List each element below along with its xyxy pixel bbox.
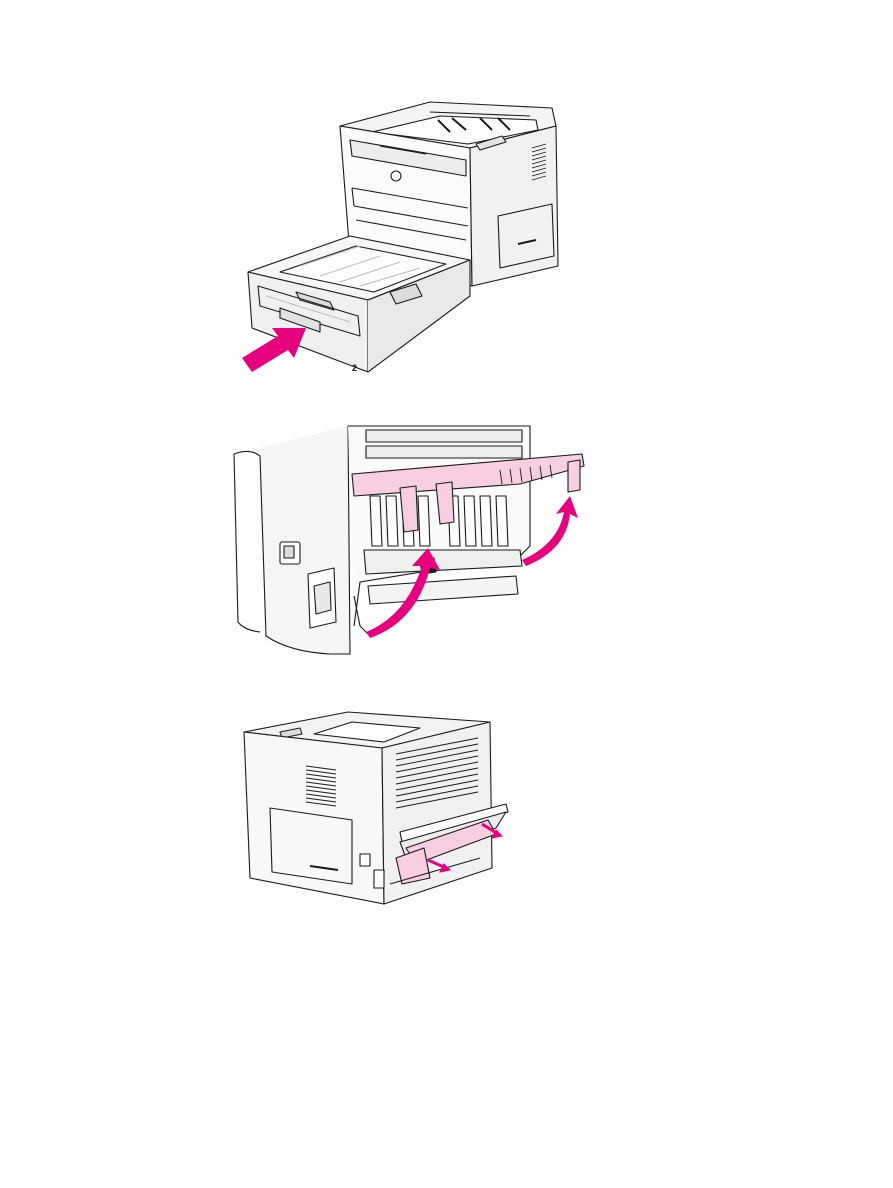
pull-out-arrow-icon bbox=[427, 822, 504, 873]
tray-number-label: 2 bbox=[352, 363, 357, 373]
printer-rear-jam-removal-illustration bbox=[243, 711, 509, 905]
figure-pull-jammed-paper-rear bbox=[240, 708, 516, 908]
curved-lift-arrow-icon bbox=[366, 548, 440, 638]
hp-logo-icon bbox=[390, 170, 402, 182]
printer-rear-door-lift-illustration bbox=[233, 425, 585, 655]
figure-close-tray-2: 2 bbox=[240, 96, 570, 381]
printer-tray-2-push-in-illustration: 2 bbox=[242, 101, 559, 373]
push-arrow-icon bbox=[242, 328, 306, 372]
rear-power-socket-icon bbox=[373, 869, 385, 889]
rear-power-switch-icon bbox=[359, 853, 371, 867]
figure-close-rear-door bbox=[230, 425, 590, 658]
curved-lift-arrow-icon-right bbox=[522, 496, 578, 566]
